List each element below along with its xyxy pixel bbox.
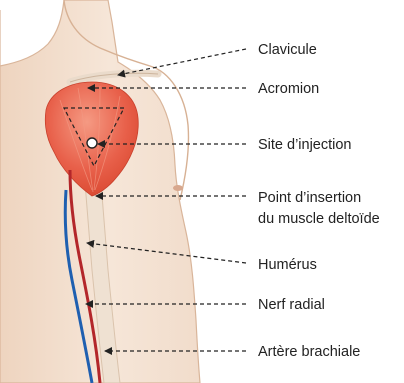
injection-site-marker: [87, 138, 97, 148]
label-acromion: Acromion: [258, 81, 319, 97]
label-clavicule: Clavicule: [258, 42, 317, 58]
label-humerus: Humérus: [258, 257, 317, 273]
label-insertion-line1: Point d’insertion: [258, 190, 361, 206]
nipple: [173, 185, 183, 191]
label-insertion-line2: du muscle deltoïde: [258, 211, 380, 227]
label-artere-brachiale: Artère brachiale: [258, 344, 360, 360]
label-site-injection: Site d’injection: [258, 137, 352, 153]
label-nerf-radial: Nerf radial: [258, 297, 325, 313]
